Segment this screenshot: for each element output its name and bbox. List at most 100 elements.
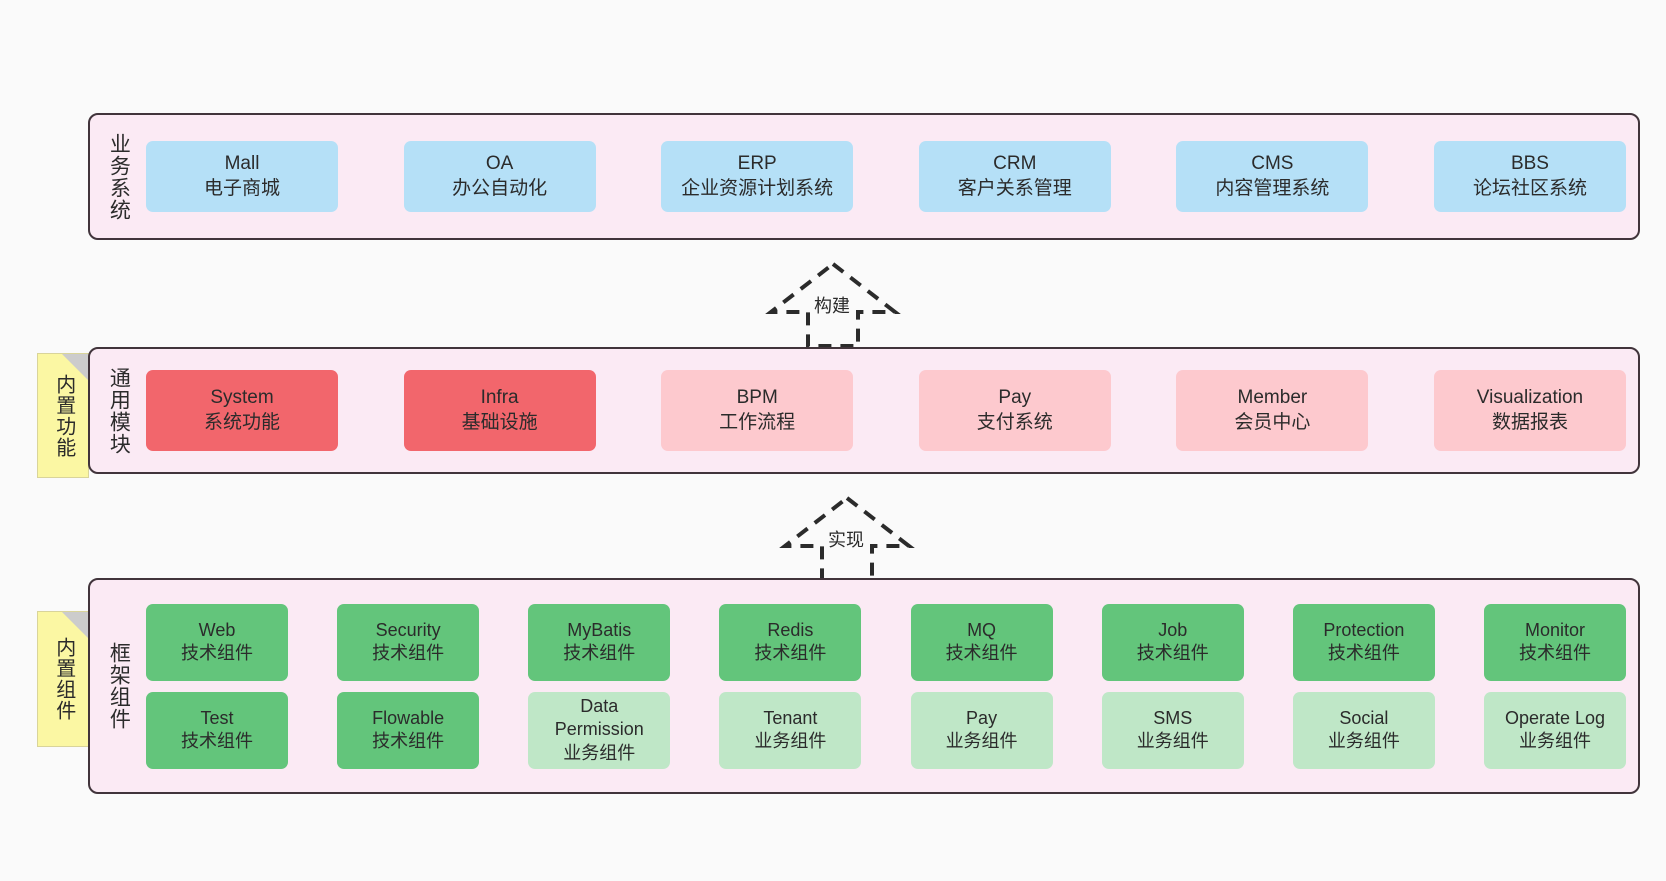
card-subtitle: 技术组件: [1327, 643, 1400, 663]
connector-build: 构建: [758, 258, 908, 350]
card-subtitle: 客户关系管理: [957, 177, 1072, 199]
card-subtitle: 办公自动化: [452, 177, 548, 199]
card-subtitle: 技术组件: [181, 643, 253, 663]
card-subtitle: 业务组件: [945, 731, 1018, 751]
connector-implement-label: 实现: [828, 530, 864, 550]
framework-card-pay[interactable]: Pay 业务组件: [910, 691, 1053, 769]
card-title: BPM: [736, 387, 778, 409]
framework-card-security[interactable]: Security 技术组件: [337, 603, 480, 681]
card-title: Pay: [998, 387, 1032, 409]
framework-card-test[interactable]: Test 技术组件: [146, 691, 288, 769]
framework-card-mq[interactable]: MQ 技术组件: [910, 603, 1053, 681]
card-subtitle: 企业资源计划系统: [681, 177, 834, 199]
framework-card-redis[interactable]: Redis 技术组件: [719, 603, 862, 681]
card-title: Test: [200, 707, 234, 728]
framework-card-mybatis[interactable]: MyBatis 技术组件: [528, 603, 671, 681]
card-subtitle: 工作流程: [719, 411, 796, 433]
layer-business-system-label: 业务系统: [107, 132, 131, 221]
note-builtin-feature: 内置功能: [37, 353, 89, 478]
card-title: ERP: [737, 153, 777, 175]
note-builtin-feature-label: 内置功能: [52, 373, 75, 458]
card-title: OA: [485, 153, 514, 175]
card-title: Member: [1237, 387, 1308, 409]
card-subtitle: 电子商城: [203, 177, 280, 199]
card-title: Redis: [767, 619, 814, 640]
connector-implement: 实现: [772, 492, 922, 584]
card-title: MQ: [967, 619, 997, 640]
card-title: MyBatis: [567, 619, 632, 640]
card-title: Pay: [966, 707, 998, 728]
card-subtitle: 技术组件: [945, 643, 1018, 663]
note-fold-icon: [62, 354, 88, 380]
card-subtitle: 技术组件: [1136, 643, 1209, 663]
card-subtitle: 支付系统: [976, 411, 1053, 433]
card-title: Mall: [224, 153, 260, 175]
framework-card-monitor[interactable]: Monitor 技术组件: [1483, 603, 1626, 681]
card-subtitle: 业务组件: [1518, 731, 1591, 751]
card-title: Web: [198, 619, 236, 640]
card-subtitle: 业务组件: [1327, 731, 1400, 751]
note-fold-icon: [62, 612, 88, 638]
framework-card-operate-log[interactable]: Operate Log 业务组件: [1483, 691, 1626, 769]
card-subtitle: 技术组件: [372, 643, 445, 663]
card-title: Monitor: [1524, 619, 1585, 640]
card-title: CRM: [993, 153, 1037, 175]
card-title: Tenant: [763, 707, 818, 728]
card-subtitle: 基础设施: [461, 411, 538, 433]
card-title: Data Permission: [554, 696, 644, 740]
card-title: Security: [375, 619, 441, 640]
card-subtitle: 技术组件: [563, 643, 636, 663]
note-builtin-component-label: 内置组件: [52, 637, 75, 721]
card-subtitle: 技术组件: [754, 643, 827, 663]
card-subtitle: 业务组件: [754, 731, 827, 751]
generalization-arrow-shape: [779, 495, 915, 582]
card-title: Operate Log: [1504, 707, 1606, 728]
card-title: SMS: [1153, 707, 1193, 728]
connector-build-label: 构建: [814, 296, 850, 316]
layer-common-module-label: 通用模块: [107, 366, 131, 455]
card-title: CMS: [1251, 153, 1294, 175]
card-subtitle: 内容管理系统: [1215, 177, 1330, 199]
framework-card-web[interactable]: Web 技术组件: [146, 603, 288, 681]
generalization-arrow-shape: [765, 261, 901, 348]
card-subtitle: 会员中心: [1234, 411, 1311, 433]
card-title: Job: [1158, 619, 1188, 640]
card-subtitle: 技术组件: [181, 731, 253, 751]
framework-card-tenant[interactable]: Tenant 业务组件: [719, 691, 862, 769]
framework-card-job[interactable]: Job 技术组件: [1101, 603, 1244, 681]
card-title: Flowable: [372, 707, 445, 728]
note-builtin-component: 内置组件: [37, 611, 89, 747]
card-subtitle: 数据报表: [1491, 411, 1568, 433]
card-title: BBS: [1510, 153, 1549, 175]
framework-card-flowable[interactable]: Flowable 技术组件: [337, 691, 480, 769]
card-subtitle: 技术组件: [1518, 643, 1591, 663]
card-title: System: [210, 387, 274, 409]
card-subtitle: 技术组件: [372, 731, 445, 751]
card-title: Visualization: [1476, 387, 1584, 409]
